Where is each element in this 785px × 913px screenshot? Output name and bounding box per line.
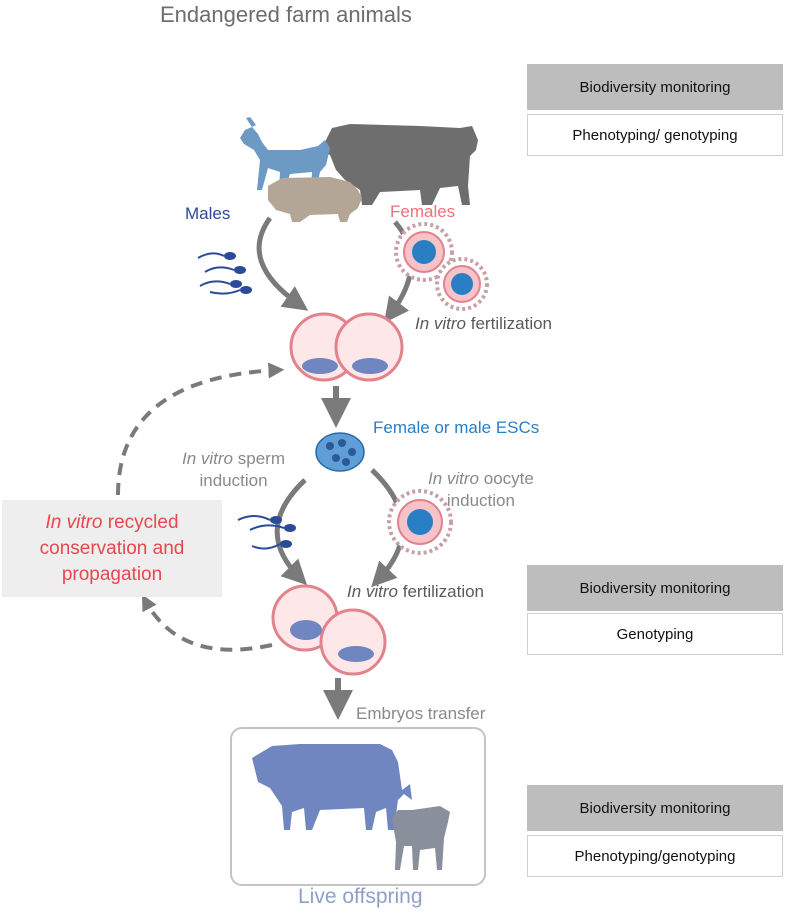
live-offspring-label: Live offspring — [298, 885, 423, 908]
cow-silhouette — [322, 124, 478, 205]
recycle-arrow-up — [116, 362, 285, 496]
cow-offspring-silhouette — [252, 744, 412, 830]
males-label: Males — [185, 204, 231, 223]
sperm-induced-icon — [237, 515, 296, 550]
recycle-arrow-back — [141, 594, 273, 652]
males-arrow — [256, 216, 309, 311]
monitoring-panel-2-body: Genotyping — [527, 613, 783, 655]
esc-cluster — [315, 432, 365, 472]
sperm-icon — [197, 252, 252, 295]
monitoring-panel-3-header: Biodiversity monitoring — [527, 785, 783, 831]
females-label: Females — [390, 202, 456, 221]
oocyte-induced-icon — [387, 489, 453, 555]
escs-label: Female or male ESCs — [373, 418, 540, 437]
monitoring-panel-1-header: Biodiversity monitoring — [527, 64, 783, 110]
page-title: Endangered farm animals — [160, 2, 412, 27]
recycled-conservation-box: In vitro recycled conservation and propa… — [2, 500, 222, 597]
goat-silhouette — [240, 117, 330, 192]
pig-silhouette — [268, 177, 362, 222]
calf-silhouette — [392, 806, 450, 870]
embryo-pair-bottom — [271, 584, 387, 676]
live-offspring-box — [230, 727, 486, 886]
sperm-induction-arrow — [274, 478, 308, 586]
monitoring-panel-1-body: Phenotyping/ genotyping — [527, 114, 783, 156]
ivf-label-bottom: In vitro fertilization — [347, 582, 485, 601]
oocyte-icon — [394, 222, 489, 311]
ivf-label-top: In vitro fertilization — [415, 314, 553, 333]
embryo-pair-top — [289, 312, 404, 382]
embryos-transfer-label: Embryos transfer — [356, 704, 486, 723]
monitoring-panel-2-header: Biodiversity monitoring — [527, 565, 783, 611]
monitoring-panel-3-body: Phenotyping/genotyping — [527, 835, 783, 877]
